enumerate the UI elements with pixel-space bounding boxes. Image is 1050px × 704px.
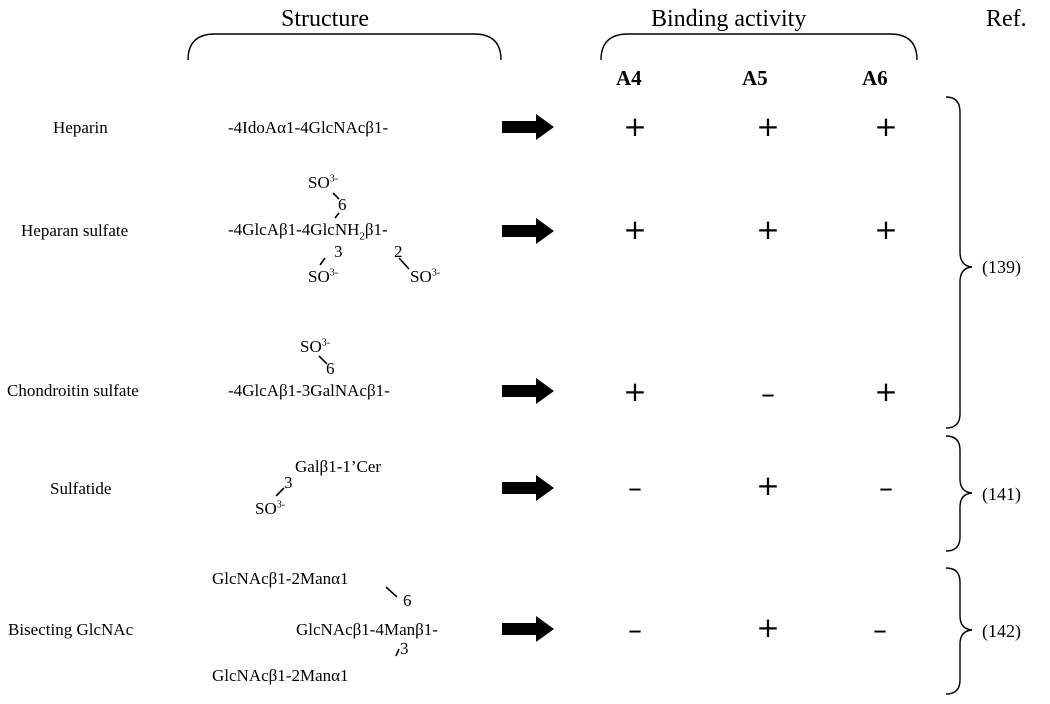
activity-heparan-sulfate-a6: + xyxy=(874,213,898,246)
ref-139: (139) xyxy=(982,257,1021,277)
structure-bisecting-bottom: GlcNAcβ1-2Manα1 xyxy=(212,666,349,685)
position-2: 2 xyxy=(394,242,403,261)
row-name-bisecting-glcnac: Bisecting GlcNAc xyxy=(8,620,134,639)
structure-heparan-sulfate-top: SO3- xyxy=(308,173,339,192)
row-name-sulfatide: Sulfatide xyxy=(50,479,112,498)
activity-sulfatide-a5: + xyxy=(756,469,780,502)
ref-142: (142) xyxy=(982,621,1021,641)
structure-heparin: -4IdoAα1-4GlcNAcβ1- xyxy=(228,118,389,137)
ref-brace-139 xyxy=(945,96,973,429)
position-3: 3 xyxy=(284,473,293,492)
row-name-heparin: Heparin xyxy=(53,118,108,137)
binding-activity-header: Binding activity xyxy=(651,6,807,32)
ref-header: Ref. xyxy=(986,6,1027,32)
activity-heparin-a4: + xyxy=(623,110,647,143)
activity-sulfatide-a6: – xyxy=(879,471,893,504)
row-name-heparan-sulfate: Heparan sulfate xyxy=(21,221,129,240)
activity-bisecting-glcnac-a6: – xyxy=(873,613,887,646)
activity-heparan-sulfate-a4: + xyxy=(623,213,647,246)
row-name-chondroitin-sulfate: Chondroitin sulfate xyxy=(7,381,139,400)
position-3: 3 xyxy=(400,639,409,658)
ref-brace-141 xyxy=(945,435,973,552)
column-header-a6: A6 xyxy=(862,66,888,90)
structure-bisecting-top: GlcNAcβ1-2Manα1 xyxy=(212,569,349,588)
position-6: 6 xyxy=(326,359,335,378)
ref-141: (141) xyxy=(982,484,1021,504)
activity-sulfatide-a4: – xyxy=(628,471,642,504)
structure-chondroitin-top: SO3- xyxy=(300,337,331,356)
binding-header-bracket xyxy=(600,33,918,61)
structure-header-bracket xyxy=(187,33,502,61)
structure-heparan-sulfate-so3-left: SO3- xyxy=(308,267,339,286)
activity-heparan-sulfate-a5: + xyxy=(756,213,780,246)
structure-heparan-sulfate-main: -4GlcAβ1-4GlcNH2β1- xyxy=(228,220,388,243)
activity-chondroitin-sulfate-a6: + xyxy=(874,375,898,408)
structure-sulfatide-top: Galβ1-1’Cer xyxy=(295,457,382,476)
ref-brace-142 xyxy=(945,567,973,695)
structure-bisecting-main: GlcNAcβ1-4Manβ1- xyxy=(296,620,438,639)
structure-chondroitin-main: -4GlcAβ1-3GalNAcβ1- xyxy=(228,381,390,400)
position-3: 3 xyxy=(334,242,343,261)
activity-bisecting-glcnac-a5: + xyxy=(756,611,780,644)
activity-heparin-a5: + xyxy=(756,110,780,143)
arrow-chondroitin-sulfate xyxy=(502,378,554,404)
position-6: 6 xyxy=(403,591,412,610)
column-header-a5: A5 xyxy=(742,66,768,90)
arrow-heparin xyxy=(502,114,554,140)
activity-chondroitin-sulfate-a5: – xyxy=(761,377,775,410)
activity-heparin-a6: + xyxy=(874,110,898,143)
structure-heparan-sulfate-so3-right: SO3- xyxy=(410,267,441,286)
arrow-sulfatide xyxy=(502,475,554,501)
activity-bisecting-glcnac-a4: – xyxy=(628,613,642,646)
position-6: 6 xyxy=(338,195,347,214)
column-header-a4: A4 xyxy=(616,66,642,90)
arrow-bisecting-glcnac xyxy=(502,616,554,642)
structure-sulfatide-so3: SO3- xyxy=(255,499,286,518)
structure-header: Structure xyxy=(281,6,369,32)
arrow-heparan-sulfate xyxy=(502,218,554,244)
activity-chondroitin-sulfate-a4: + xyxy=(623,375,647,408)
